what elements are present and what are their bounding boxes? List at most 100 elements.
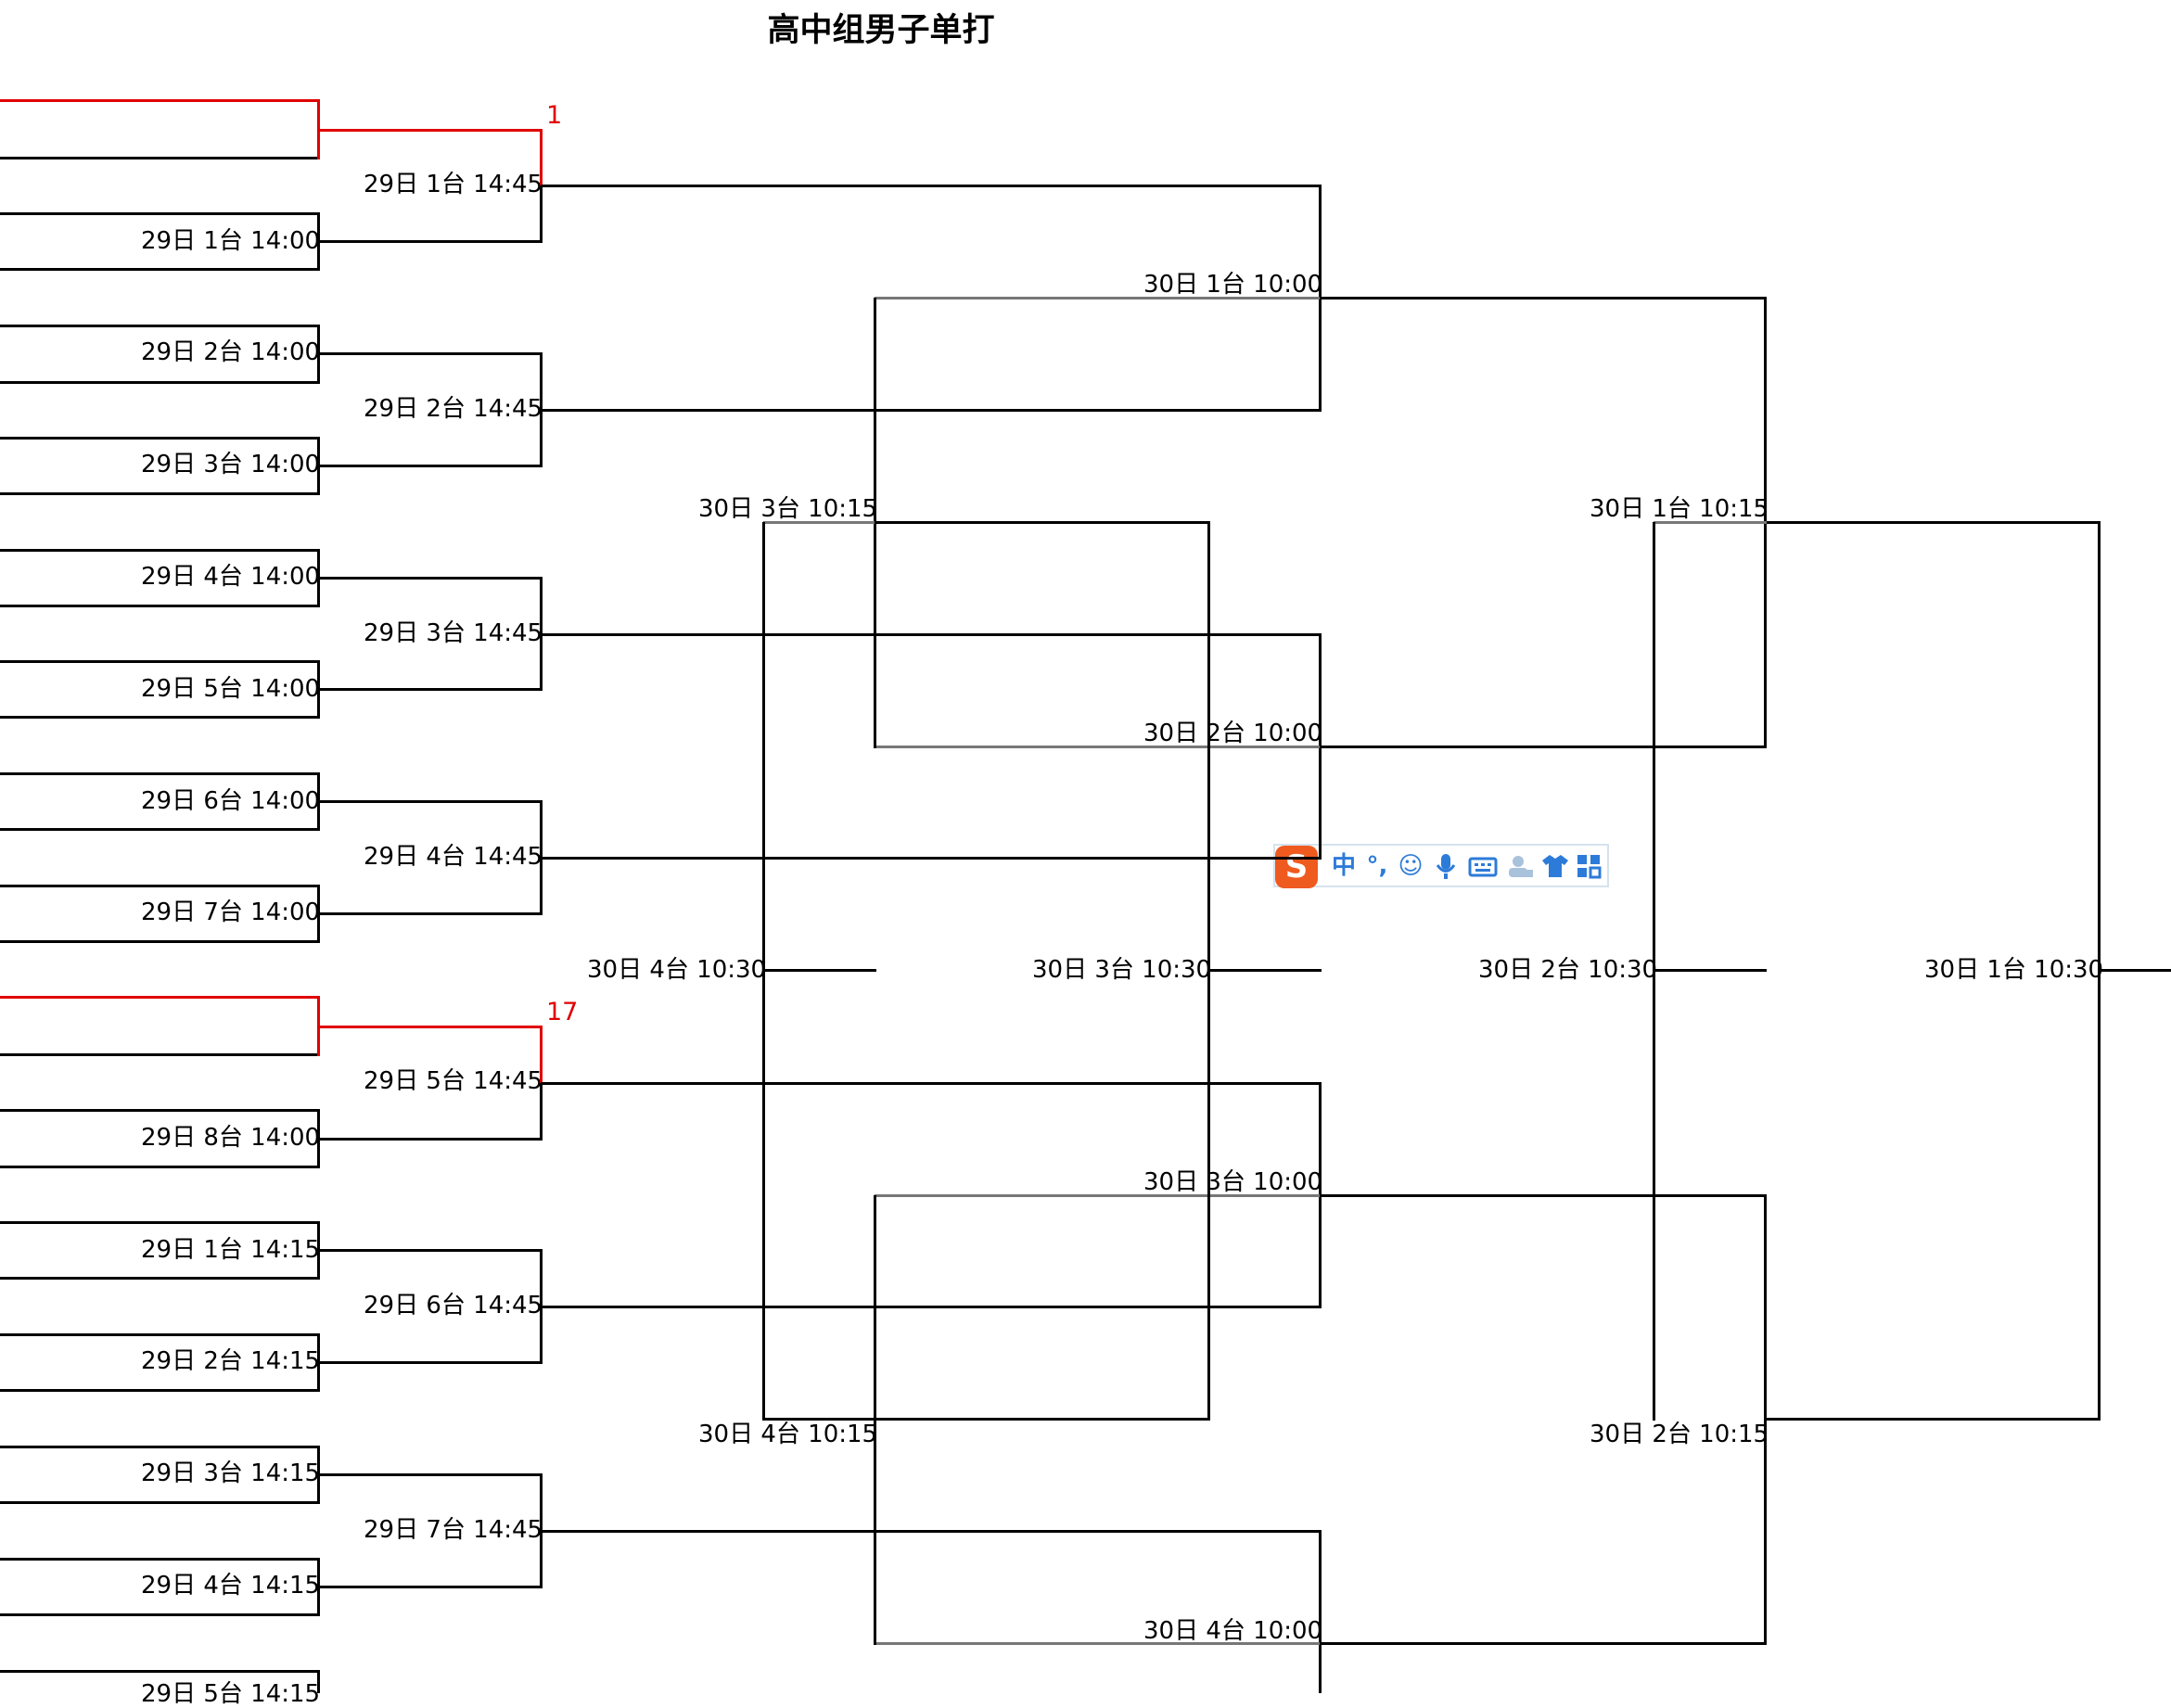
emoji-icon[interactable]: ☺ bbox=[1398, 852, 1424, 880]
player-slot-line bbox=[0, 885, 320, 887]
seed-connector bbox=[318, 1026, 543, 1028]
match-label: 29日 3台 14:15 bbox=[141, 1459, 321, 1487]
bracket-line bbox=[318, 577, 543, 580]
match-label: 30日 3台 10:15 bbox=[698, 495, 878, 523]
bracket-line bbox=[318, 688, 543, 691]
match-label: 30日 1台 10:30 bbox=[1924, 956, 2104, 984]
player-slot-line bbox=[0, 268, 320, 271]
match-label: 29日 7台 14:00 bbox=[141, 899, 321, 926]
mic-icon[interactable] bbox=[1431, 851, 1461, 881]
player-slot-line bbox=[0, 492, 320, 495]
match-label: 30日 2台 10:30 bbox=[1478, 956, 1658, 984]
player-slot-line bbox=[0, 1670, 320, 1673]
player-slot-line bbox=[0, 1109, 320, 1112]
match-label: 29日 2台 14:45 bbox=[364, 395, 543, 423]
sogou-logo-icon[interactable]: S bbox=[1275, 846, 1318, 888]
seed-connector bbox=[540, 130, 543, 187]
player-slot-line bbox=[317, 1671, 320, 1693]
seed-connector bbox=[318, 129, 543, 132]
bracket-line bbox=[318, 1473, 543, 1476]
player-slot-line bbox=[0, 157, 320, 159]
bracket-line bbox=[541, 1530, 1322, 1533]
match-label: 29日 5台 14:15 bbox=[141, 1680, 321, 1708]
player-slot-line bbox=[0, 437, 320, 440]
ime-toolbar[interactable]: S 中 °, ☺ bbox=[1273, 844, 1609, 888]
bracket-line bbox=[875, 1194, 1322, 1197]
player-slot-line bbox=[0, 940, 320, 943]
bracket-line bbox=[318, 465, 543, 467]
bracket-line bbox=[875, 746, 1322, 748]
match-label: 29日 1台 14:00 bbox=[141, 227, 321, 255]
player-slot-line bbox=[0, 1053, 320, 1056]
player-slot-line bbox=[0, 212, 320, 215]
seed-number: 17 bbox=[546, 998, 579, 1026]
player-slot-line bbox=[0, 1446, 320, 1448]
user-icon[interactable] bbox=[1505, 851, 1535, 881]
match-label: 29日 5台 14:00 bbox=[141, 675, 321, 703]
chinese-mode-toggle[interactable]: 中 bbox=[1331, 852, 1356, 880]
match-label: 29日 4台 14:15 bbox=[141, 1572, 321, 1600]
player-slot-line bbox=[0, 99, 320, 102]
match-label: 29日 7台 14:45 bbox=[364, 1516, 543, 1544]
match-label: 29日 8台 14:00 bbox=[141, 1124, 321, 1152]
bracket-line bbox=[1765, 1418, 2101, 1421]
player-slot-line bbox=[0, 1501, 320, 1504]
shirt-icon[interactable] bbox=[1540, 851, 1570, 881]
match-label: 30日 2台 10:15 bbox=[1590, 1421, 1769, 1448]
bracket-line bbox=[2099, 969, 2171, 972]
match-label: 30日 4台 10:00 bbox=[1143, 1617, 1323, 1645]
bracket-line bbox=[318, 352, 543, 355]
player-slot-line bbox=[0, 1277, 320, 1280]
match-label: 29日 5台 14:45 bbox=[364, 1067, 543, 1095]
bracket-line bbox=[1208, 969, 1322, 972]
bracket-line bbox=[318, 1249, 543, 1252]
player-slot-line bbox=[0, 549, 320, 552]
match-label: 29日 6台 14:45 bbox=[364, 1292, 543, 1319]
match-label: 29日 1台 14:45 bbox=[364, 171, 543, 198]
bracket-line bbox=[541, 857, 1322, 860]
bracket-line bbox=[541, 185, 1322, 187]
match-label: 29日 2台 14:00 bbox=[141, 338, 321, 366]
bracket-line bbox=[540, 185, 543, 243]
match-label: 29日 3台 14:00 bbox=[141, 451, 321, 478]
bracket-line bbox=[541, 1306, 1322, 1308]
match-label: 29日 3台 14:45 bbox=[364, 619, 543, 647]
grid-icon[interactable] bbox=[1574, 851, 1603, 881]
match-label: 29日 1台 14:15 bbox=[141, 1236, 321, 1264]
bracket-line bbox=[875, 521, 1210, 524]
bracket-line bbox=[1320, 1194, 1767, 1197]
match-label: 30日 1台 10:15 bbox=[1590, 495, 1769, 523]
player-slot-line bbox=[0, 828, 320, 831]
bracket-line bbox=[318, 240, 543, 243]
bracket-line bbox=[1319, 1531, 1322, 1693]
player-slot-line bbox=[0, 1221, 320, 1224]
punctuation-toggle[interactable]: °, bbox=[1366, 852, 1388, 880]
bracket-line bbox=[541, 1082, 1322, 1085]
bracket-line bbox=[318, 1361, 543, 1364]
player-slot-line bbox=[0, 1333, 320, 1336]
match-label: 30日 3台 10:00 bbox=[1143, 1168, 1323, 1196]
player-slot-line bbox=[0, 660, 320, 663]
bracket-line bbox=[1320, 297, 1767, 300]
player-slot-line bbox=[0, 996, 320, 999]
bracket-line bbox=[763, 969, 876, 972]
match-label: 29日 4台 14:00 bbox=[141, 563, 321, 591]
match-label: 30日 4台 10:15 bbox=[698, 1421, 878, 1448]
player-slot-line bbox=[0, 325, 320, 327]
match-label: 30日 3台 10:30 bbox=[1032, 956, 1212, 984]
player-slot-line bbox=[0, 1166, 320, 1168]
seed-connector bbox=[540, 1026, 543, 1085]
player-slot-line bbox=[0, 772, 320, 775]
page-title: 高中组男子单打 bbox=[767, 12, 995, 49]
bracket-line bbox=[540, 1083, 543, 1141]
player-slot-line bbox=[0, 1389, 320, 1392]
bracket-line bbox=[541, 633, 1322, 636]
bracket-line bbox=[1654, 969, 1767, 972]
bracket-line bbox=[541, 409, 1322, 412]
bracket-line bbox=[1320, 746, 1767, 748]
player-slot-line bbox=[0, 1613, 320, 1616]
keyboard-icon[interactable] bbox=[1468, 851, 1498, 881]
match-label: 29日 2台 14:15 bbox=[141, 1347, 321, 1375]
match-label: 29日 4台 14:45 bbox=[364, 843, 543, 871]
